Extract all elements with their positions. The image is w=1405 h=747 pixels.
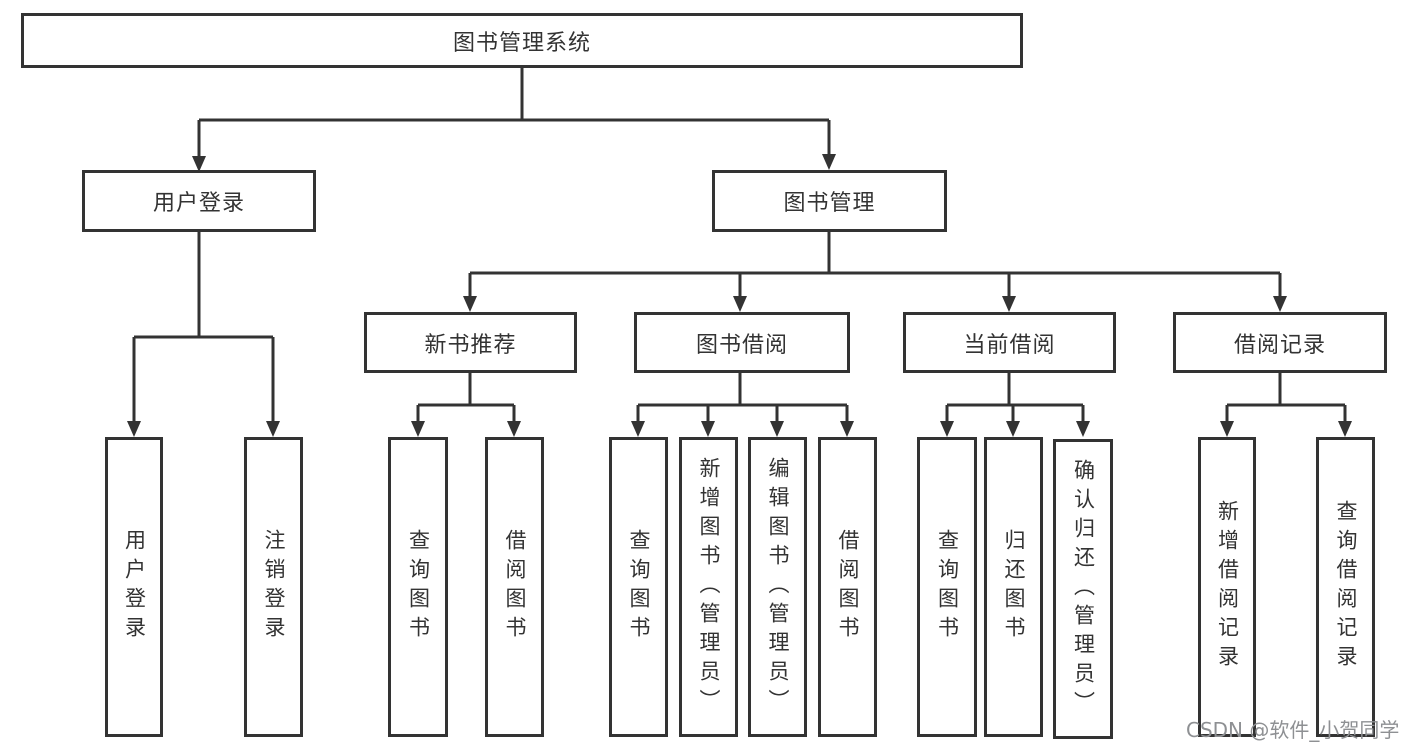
edge-book-management-to-level3 bbox=[468, 232, 1282, 296]
leaf-add-book-admin: 新增图书（管理员） bbox=[679, 437, 738, 737]
edge-new-book-to-children bbox=[416, 373, 516, 421]
node-root-label: 图书管理系统 bbox=[452, 30, 591, 56]
edge-book-borrow-to-children bbox=[636, 373, 849, 421]
leaf-confirm-return-admin: 确认归还（管理员） bbox=[1053, 439, 1113, 739]
node-book-management-label: 图书管理 bbox=[783, 191, 876, 216]
edge-user-login-to-children bbox=[132, 232, 275, 421]
node-book-management: 图书管理 bbox=[712, 170, 947, 232]
leaf-recommend-borrow-books: 借阅图书 bbox=[485, 437, 544, 737]
leaf-recommend-query-books: 查询图书 bbox=[388, 437, 448, 737]
leaf-return-books: 归还图书 bbox=[984, 437, 1043, 737]
leaf-query-borrow-record: 查询借阅记录 bbox=[1316, 437, 1375, 737]
node-current-borrow-label: 当前借阅 bbox=[963, 332, 1056, 358]
node-borrow-records: 借阅记录 bbox=[1173, 312, 1387, 373]
node-user-login-label: 用户登录 bbox=[152, 191, 245, 216]
node-new-book-recommend: 新书推荐 bbox=[364, 312, 577, 373]
edge-root-to-level2 bbox=[197, 68, 831, 156]
node-new-book-recommend-label: 新书推荐 bbox=[424, 332, 517, 358]
node-book-borrow-label: 图书借阅 bbox=[695, 332, 788, 358]
node-borrow-records-label: 借阅记录 bbox=[1233, 332, 1326, 358]
arrowheads bbox=[127, 154, 1352, 437]
node-user-login: 用户登录 bbox=[82, 170, 316, 232]
leaf-borrow-books: 借阅图书 bbox=[818, 437, 877, 737]
node-root-library-system: 图书管理系统 bbox=[21, 13, 1023, 68]
leaf-user-login: 用户登录 bbox=[105, 437, 163, 737]
leaf-add-borrow-record: 新增借阅记录 bbox=[1198, 437, 1256, 737]
node-book-borrow: 图书借阅 bbox=[634, 312, 850, 373]
leaf-logout: 注销登录 bbox=[244, 437, 303, 737]
node-current-borrow: 当前借阅 bbox=[903, 312, 1116, 373]
leaf-borrow-query-books: 查询图书 bbox=[609, 437, 668, 737]
leaf-edit-book-admin: 编辑图书（管理员） bbox=[748, 437, 807, 737]
edge-current-borrow-to-children bbox=[945, 373, 1085, 421]
leaf-current-query-books: 查询图书 bbox=[917, 437, 977, 737]
csdn-watermark: CSDN @软件_小贺同学 bbox=[1186, 718, 1400, 742]
edge-borrow-records-to-children bbox=[1225, 373, 1347, 421]
